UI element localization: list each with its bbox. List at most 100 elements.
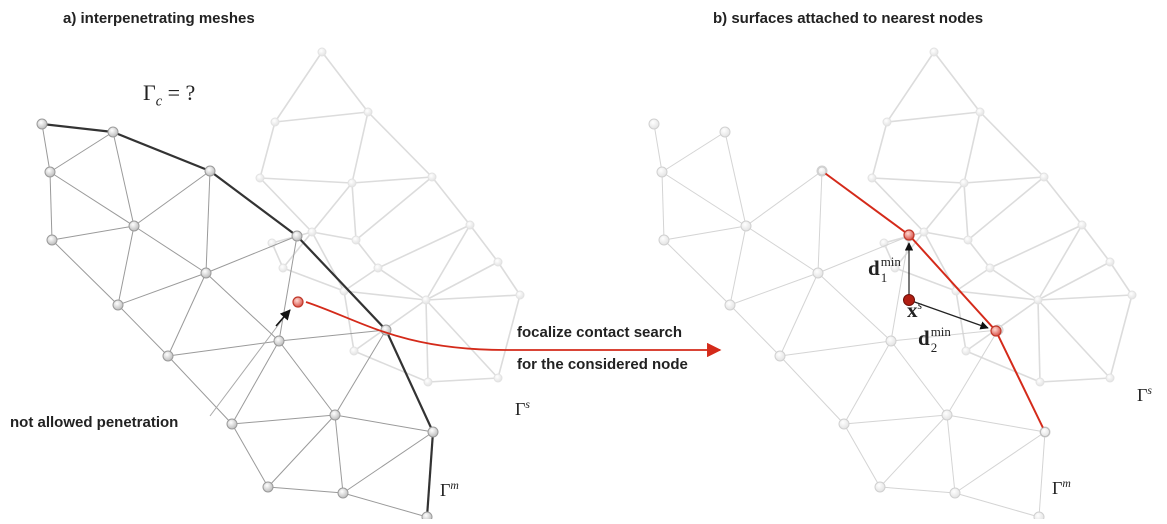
master-a-boundary-edge — [425, 431, 435, 518]
slave-a-edge — [343, 290, 427, 301]
slave-a-edge — [355, 239, 379, 269]
gamma-s-symbol-a: Γ — [515, 399, 526, 419]
gamma-m-sup-b: m — [1062, 477, 1071, 490]
slave-a-node — [317, 47, 327, 57]
master-a-node — [46, 234, 58, 246]
slave-a-edge — [353, 350, 429, 383]
master-b-edge — [817, 235, 910, 274]
master-a-node — [162, 350, 174, 362]
master-b-node — [949, 487, 961, 499]
master-a-edge — [334, 414, 344, 494]
master-a-edge — [278, 235, 298, 342]
slave-a-edge — [425, 299, 499, 379]
slave-a-edge — [425, 224, 471, 301]
master-b-edge — [779, 272, 819, 357]
slave-b-edge — [923, 231, 969, 241]
d2-symbol: d — [918, 326, 930, 350]
slave-b-edge — [979, 111, 1045, 178]
slave-a-node — [493, 373, 503, 383]
query-node — [903, 294, 915, 306]
master-a-node — [204, 165, 216, 177]
master-a-edge — [267, 486, 344, 494]
master-b-edge — [779, 340, 892, 357]
master-b-edge — [890, 235, 910, 342]
slave-a-edge — [351, 176, 433, 184]
master-b-node — [1033, 511, 1045, 523]
slave-a-edge — [425, 261, 499, 301]
master-a-edge — [205, 235, 298, 274]
slave-a-edge — [469, 224, 499, 263]
slave-a-edge — [377, 224, 471, 269]
master-b-edge — [843, 423, 881, 488]
slave-a-edge — [351, 182, 357, 241]
master-a-edge — [51, 225, 135, 241]
slave-a-node — [515, 290, 525, 300]
slave-mesh-b — [867, 47, 1137, 387]
slave-b-edge — [955, 267, 991, 292]
master-a-node — [200, 267, 212, 279]
slave-a-edge — [377, 267, 427, 301]
slave-b-node — [959, 178, 969, 188]
slave-a-node — [255, 173, 265, 183]
master-a-edge — [334, 414, 434, 433]
slave-b-node — [975, 107, 985, 117]
gamma-s-sup-a: s — [525, 398, 530, 411]
slave-a-edge — [259, 177, 353, 184]
slave-b-edge — [1043, 176, 1083, 226]
slave-b-edge — [989, 224, 1083, 269]
master-a-node — [337, 487, 349, 499]
slave-b-edge — [965, 350, 1041, 383]
master-a-edge — [51, 239, 119, 306]
slave-b-edge — [1037, 261, 1111, 301]
d1-symbol: d — [868, 256, 880, 280]
master-a-node — [107, 126, 119, 138]
slave-a-edge — [351, 111, 369, 184]
master-a-edge — [267, 414, 336, 488]
slave-a-node — [351, 235, 361, 245]
slave-a-node — [373, 263, 383, 273]
master-mesh-b — [648, 118, 1051, 523]
gamma-c-symbol: Γ — [143, 80, 156, 105]
slave-b-edge — [967, 239, 991, 269]
gamma-c-rest: = ? — [162, 80, 196, 105]
slave-a-node — [423, 377, 433, 387]
slave-a-node — [307, 227, 317, 237]
arrow-caption-line2: for the considered node — [517, 356, 688, 373]
slave-a-edge — [282, 267, 345, 292]
contact-surface-edge — [821, 170, 910, 236]
master-b-edge — [817, 272, 892, 342]
master-b-edge — [843, 340, 892, 425]
slave-a-edge — [274, 51, 323, 123]
slave-a-node — [363, 107, 373, 117]
slave-b-node — [919, 227, 929, 237]
panel-a-title: a) interpenetrating meshes — [63, 10, 255, 27]
master-a-edge — [49, 171, 135, 227]
annotations — [209, 166, 1050, 437]
master-a-edge — [278, 340, 336, 416]
master-b-edge — [879, 486, 956, 494]
master-b-edge — [745, 225, 819, 274]
gamma-s-label-b: Γs — [1137, 385, 1152, 404]
master-b-edge — [843, 414, 948, 425]
slave-b-edge — [1109, 294, 1133, 379]
master-b-node — [719, 126, 731, 138]
slave-a-edge — [311, 231, 357, 241]
master-mesh-a — [36, 118, 439, 523]
master-b-edge — [745, 170, 823, 227]
slave-b-edge — [963, 111, 981, 184]
slave-b-edge — [871, 177, 925, 233]
master-b-node — [740, 220, 752, 232]
master-b-edge — [946, 414, 1046, 433]
slave-a-edge — [343, 290, 355, 352]
master-a-edge — [49, 171, 53, 241]
gamma-m-symbol-b: Γ — [1052, 478, 1063, 498]
master-a-edge — [117, 304, 169, 357]
slave-a-edge — [497, 261, 521, 296]
contact-surface-edge — [908, 234, 997, 332]
slave-b-edge — [1109, 261, 1133, 296]
slave-a-edge — [425, 299, 429, 383]
slave-a-edge — [259, 121, 276, 179]
slave-a-edge — [431, 176, 471, 226]
slave-b-edge — [963, 182, 969, 241]
